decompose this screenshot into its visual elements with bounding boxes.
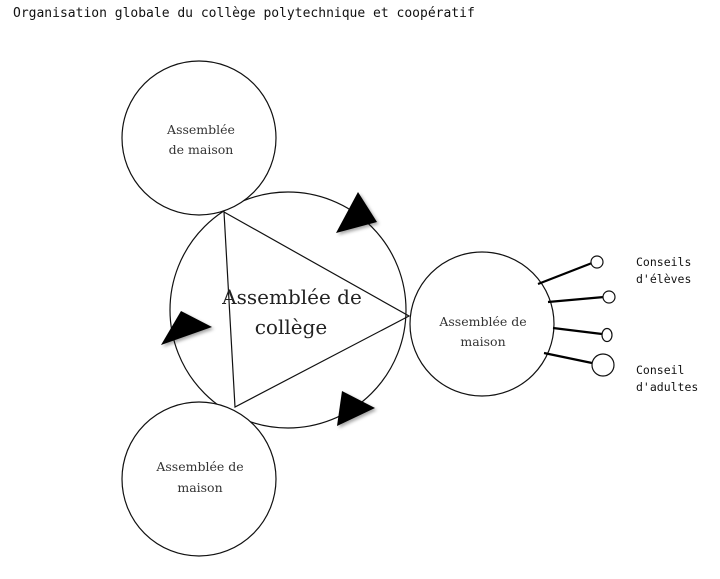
college-label-line2: collège bbox=[255, 315, 328, 339]
council-connectors bbox=[537, 261, 605, 365]
conseil-adultes-label-line2: d'adultes bbox=[636, 380, 698, 394]
arrow-left bbox=[161, 311, 212, 345]
house-right-label-line1: Assemblée de bbox=[438, 314, 526, 329]
council-eleves-circle-1 bbox=[590, 255, 604, 269]
conseil-adultes-label-line1: Conseil bbox=[636, 363, 684, 377]
arrow-bottom-right bbox=[337, 391, 375, 426]
connection-triangle bbox=[223, 210, 411, 408]
council-circle-3 bbox=[601, 327, 613, 343]
house-bottom-label-line1: Assemblée de bbox=[155, 459, 243, 474]
college-circle bbox=[169, 191, 407, 429]
house-right-label-line2: maison bbox=[460, 334, 505, 349]
council-adultes-circle bbox=[591, 353, 615, 377]
house-circle-top bbox=[121, 60, 277, 216]
college-label-line1: Assemblée de bbox=[221, 285, 362, 309]
council-eleves-circle-2 bbox=[602, 290, 616, 304]
house-top-label-line1: Assemblée bbox=[166, 122, 235, 137]
house-circle-bottom bbox=[121, 401, 277, 557]
house-bottom-label-line2: maison bbox=[177, 480, 222, 495]
conseils-eleves-label-line1: Conseils bbox=[636, 255, 691, 269]
page-title: Organisation globale du collège polytech… bbox=[13, 6, 475, 21]
house-circle-right bbox=[409, 251, 555, 397]
arrow-top-right bbox=[336, 192, 377, 233]
house-top-label-line2: de maison bbox=[169, 142, 234, 157]
conseils-eleves-label-line2: d'élèves bbox=[636, 272, 691, 286]
